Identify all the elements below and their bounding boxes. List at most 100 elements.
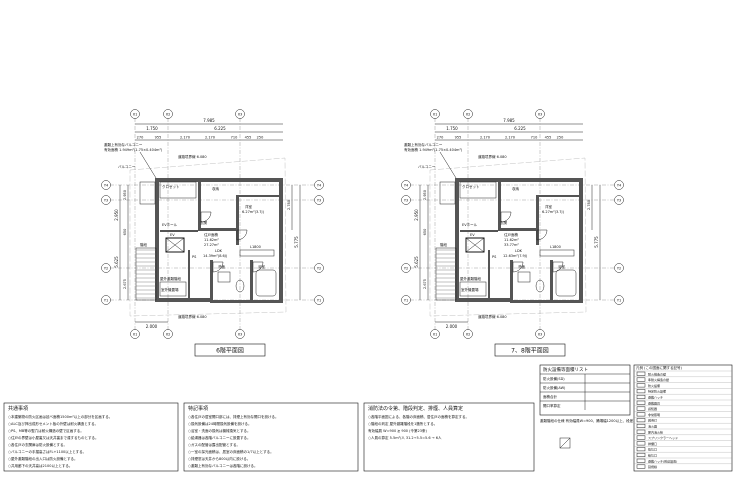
grid-label-left: Y3 bbox=[404, 199, 408, 203]
legend-symbol bbox=[636, 458, 646, 463]
dim-top-sub: 2.170 bbox=[205, 136, 215, 140]
legend-symbol bbox=[636, 383, 646, 388]
legend-item-label: 準耐火構造の壁 bbox=[648, 377, 669, 382]
dim-top-sub: 710 bbox=[231, 136, 238, 140]
plan-title-box bbox=[194, 343, 266, 357]
wall-segment bbox=[198, 178, 201, 230]
legend-item-label: 避難ハッチ(別途設置) bbox=[648, 458, 677, 463]
dim-top-b: 6.225 bbox=[514, 126, 526, 131]
road-boundary-bottom: 道路境界線 6.080 bbox=[478, 314, 507, 319]
dim-top-sub: 270 bbox=[437, 136, 444, 140]
road-boundary-top: 道路境界線 6.080 bbox=[478, 154, 507, 159]
elevator-shaft bbox=[465, 237, 485, 253]
room-label: PS bbox=[192, 255, 197, 259]
outdoor-unit-label: 室外機置場 bbox=[461, 287, 479, 292]
legend-item-label: スプリンクラーヘッド bbox=[648, 435, 678, 440]
dim-top-sub: 270 bbox=[137, 136, 144, 140]
wall-segment bbox=[155, 178, 283, 182]
wall-segment bbox=[460, 230, 498, 232]
door-swing bbox=[552, 261, 564, 273]
grid-bubble-bottom bbox=[130, 329, 140, 339]
grid-bubble-right bbox=[314, 295, 324, 305]
room-label: 14.39m²(8.6J) bbox=[203, 254, 228, 258]
grid-label-top: X2 bbox=[466, 113, 471, 117]
legend-symbol bbox=[636, 418, 646, 423]
legend-symbol bbox=[636, 452, 646, 457]
dim-left2-b: 650 bbox=[123, 229, 127, 236]
dim-bottom: 2.000 bbox=[146, 324, 158, 329]
note-line: ○一室の採光面積は、居室の床面積の1/7以上とする。 bbox=[188, 449, 274, 454]
dim-left2-c: 2.675 bbox=[423, 279, 427, 289]
elevator-shaft bbox=[165, 237, 185, 253]
grid-label-bottom: X3 bbox=[538, 333, 543, 337]
room-label: EV bbox=[470, 233, 475, 237]
note-line: ○換気設備は24時間換気設備を設ける。 bbox=[188, 421, 252, 426]
grid-bubble-left bbox=[401, 263, 411, 273]
wall-segment bbox=[198, 228, 238, 231]
door-swing bbox=[212, 261, 224, 273]
grid-bubble-top bbox=[463, 109, 473, 119]
legend-symbol bbox=[636, 447, 646, 452]
grid-label-right: Y1 bbox=[617, 299, 621, 303]
outdoor-unit-area bbox=[159, 281, 187, 297]
room-label: 屋外避難階段 bbox=[160, 276, 181, 281]
grid-bubble-left bbox=[101, 263, 111, 273]
grid-label-right: Y3 bbox=[317, 199, 321, 203]
grid-label-bottom: X1 bbox=[433, 333, 438, 337]
door-swing bbox=[536, 229, 548, 241]
dim-left-a: 2.950 bbox=[114, 209, 119, 221]
bathtub bbox=[555, 269, 577, 297]
room-label: L1800 bbox=[550, 245, 561, 249]
room-label: 玄関 bbox=[200, 220, 207, 225]
room-label: 33.77m² bbox=[504, 243, 519, 247]
room-label: 12.63m²(7.9J) bbox=[503, 254, 528, 258]
plan-title-box bbox=[494, 343, 566, 357]
room-label: 玄関 bbox=[500, 220, 508, 225]
grid-bubble-right bbox=[614, 263, 624, 273]
room-label: EV bbox=[170, 233, 175, 237]
wall-segment bbox=[250, 260, 253, 302]
dim-right-b: 2.780 bbox=[587, 200, 591, 210]
dim-top-sub: 2.170 bbox=[480, 136, 490, 140]
room-label: 6.27m²(3.7J) bbox=[542, 210, 565, 214]
general-notes-panel: 共通事項 ○本建築物の防火区画は延べ面積1500m²以上の部分を区画する。○AL… bbox=[3, 402, 179, 472]
legend-item-label: 感知器 bbox=[648, 406, 657, 411]
dim-top-sub: 955 bbox=[155, 136, 162, 140]
grid-label-left: Y2 bbox=[104, 267, 108, 271]
note-line: ○ALC及び押出成形セメント板の外壁は耐火構造とする。 bbox=[8, 421, 98, 426]
legend-symbol bbox=[636, 464, 646, 469]
room-label: 浴室 bbox=[258, 264, 266, 269]
note-line: ○屋外避難階段の出入口は防火設備とする。 bbox=[8, 456, 77, 461]
wall-segment bbox=[210, 300, 283, 303]
legend-item-label: 避難ハッチ bbox=[648, 395, 663, 400]
grid-bubble-left bbox=[401, 295, 411, 305]
grid-bubble-right bbox=[314, 195, 324, 205]
washbasin bbox=[217, 271, 231, 283]
dim-top-sub: 455 bbox=[545, 136, 552, 140]
dim-right-b: 2.780 bbox=[287, 200, 291, 210]
legend-item-label: 避難器具 bbox=[648, 400, 660, 405]
dim-top-a: 1.750 bbox=[146, 126, 158, 131]
room-label: 洋室 bbox=[545, 204, 553, 209]
legend-symbol bbox=[636, 423, 646, 428]
grid-bubble-top bbox=[235, 109, 245, 119]
room-label: 洗面 bbox=[218, 264, 225, 269]
dim-top-b: 6.225 bbox=[214, 126, 226, 131]
door-swing bbox=[252, 261, 264, 273]
grid-label-left: Y1 bbox=[404, 299, 408, 303]
table-row-label: 開口率算定 bbox=[543, 403, 561, 408]
fire-notes-title: 消防法の令第、階段判定、排煙、人員算定 bbox=[368, 405, 463, 412]
room-label: 洗面 bbox=[518, 264, 526, 269]
door-swing bbox=[500, 211, 512, 223]
legend-symbol bbox=[636, 389, 646, 394]
legend-symbol bbox=[636, 441, 646, 446]
grid-bubble-right bbox=[614, 180, 624, 190]
note-line: ○避難上有効なバルコニーは各階に設ける。 bbox=[188, 463, 257, 468]
legend-item-label: 耐火構造の壁 bbox=[648, 371, 666, 376]
table-row-label: 防火設備(AW) bbox=[543, 385, 566, 390]
table-row-label: 防火設備(SD) bbox=[543, 376, 565, 381]
dim-top-total: 7.985 bbox=[503, 118, 515, 123]
note-line: ○バルコニーの手摺高さはFL+1100以上とする。 bbox=[8, 449, 86, 454]
